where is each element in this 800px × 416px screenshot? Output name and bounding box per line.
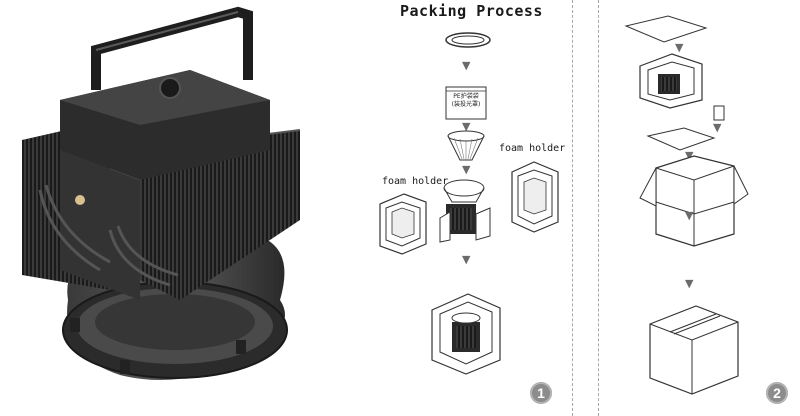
arrow-down-icon: ▼ xyxy=(462,120,471,133)
foam-holder-right xyxy=(511,161,559,233)
arrow-down-icon: ▼ xyxy=(675,41,684,54)
open-carton xyxy=(639,155,749,247)
step-badge-1: 1 xyxy=(530,382,552,404)
glass-ring xyxy=(445,32,491,48)
top-foam-sheet xyxy=(624,15,708,43)
middle-foam-sheet xyxy=(646,127,716,151)
diagram-title: Packing Process xyxy=(400,2,543,20)
foam-holder-left xyxy=(379,193,427,255)
light-in-foam xyxy=(439,179,491,243)
reflector-cone xyxy=(447,130,485,161)
arrow-down-icon: ▼ xyxy=(685,277,694,290)
arrow-down-icon: ▼ xyxy=(685,149,694,162)
packed-light-assembly xyxy=(431,293,501,375)
led-high-bay-light-image xyxy=(22,6,301,380)
panel-divider-1 xyxy=(572,0,573,416)
step-badge-2: 2 xyxy=(766,382,788,404)
pe-pouch-label: PE护袋袋 (装投光罩) xyxy=(451,93,481,108)
accessory-box xyxy=(713,105,725,121)
packed-unit-with-accessory xyxy=(639,53,703,109)
pe-pouch xyxy=(445,86,487,120)
foam-holder-label-left: foam holder xyxy=(382,176,449,187)
sealed-carton xyxy=(649,305,739,395)
panel-divider-2 xyxy=(598,0,599,416)
arrow-down-icon: ▼ xyxy=(462,253,471,266)
arrow-down-icon: ▼ xyxy=(462,59,471,72)
arrow-down-icon: ▼ xyxy=(685,209,694,222)
arrow-down-icon: ▼ xyxy=(462,163,471,176)
arrow-down-icon: ▼ xyxy=(713,121,722,134)
foam-holder-label-right: foam holder xyxy=(499,143,566,154)
